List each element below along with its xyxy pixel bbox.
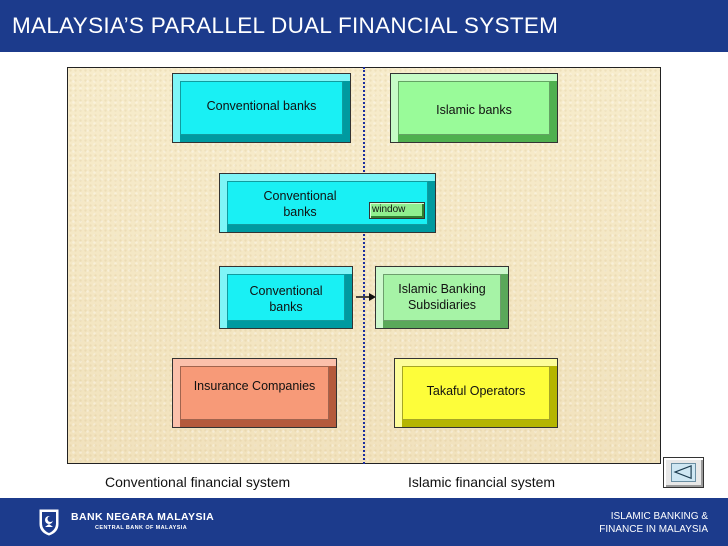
- footer-title-line-1: ISLAMIC BANKING &: [610, 511, 708, 522]
- footer-title-line-2: FINANCE IN MALAYSIA: [599, 524, 708, 535]
- insurance-companies-box: Insurance Companies: [172, 358, 337, 428]
- box-label: Takaful Operators: [426, 384, 526, 398]
- system-divider-line: [363, 67, 365, 464]
- footer-course-title: ISLAMIC BANKING & FINANCE IN MALAYSIA: [599, 510, 708, 536]
- box-label: Conventional banks: [206, 99, 317, 113]
- islamic-system-caption: Islamic financial system: [408, 474, 556, 490]
- takaful-operators-box: Takaful Operators: [394, 358, 558, 428]
- box-label: Insurance Companies: [193, 379, 316, 393]
- islamic-banks-box: Islamic banks: [390, 73, 558, 143]
- conventional-system-caption: Conventional financial system: [105, 474, 291, 490]
- back-triangle-icon: [673, 464, 692, 480]
- bank-logo-icon: [39, 509, 59, 536]
- footer-bar: [0, 498, 728, 546]
- back-button-face: [671, 463, 696, 482]
- bank-name: BANK NEGARA MALAYSIA: [71, 511, 215, 523]
- arrow-connector-icon: [356, 293, 376, 301]
- bank-subtitle: CENTRAL BANK OF MALAYSIA: [95, 525, 188, 531]
- window-tag: window: [369, 202, 425, 219]
- box-label: Conventional banks: [263, 189, 337, 219]
- box-label: Islamic banks: [436, 103, 512, 117]
- title-bar: MALAYSIA’S PARALLEL DUAL FINANCIAL SYSTE…: [0, 0, 728, 52]
- conventional-banks-box: Conventional banks: [172, 73, 351, 143]
- slide-title: MALAYSIA’S PARALLEL DUAL FINANCIAL SYSTE…: [12, 13, 559, 38]
- box-label: Conventional banks: [249, 284, 323, 314]
- box-label: Islamic Banking Subsidiaries: [398, 282, 486, 312]
- islamic-banking-subsidiaries-box: Islamic Banking Subsidiaries: [375, 266, 509, 329]
- conventional-banks-subsidiary-parent-box: Conventional banks: [219, 266, 353, 329]
- back-button[interactable]: [663, 457, 704, 488]
